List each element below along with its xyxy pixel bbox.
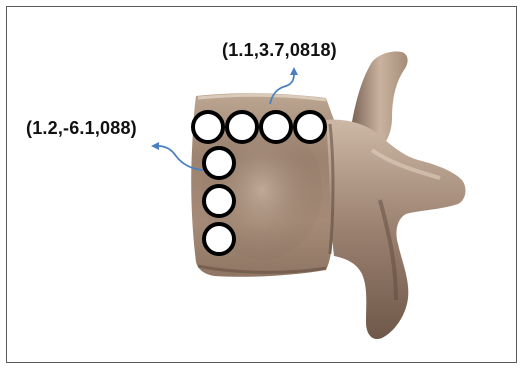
left-coordinate-label: (1.2,-6.1,088) — [26, 118, 137, 139]
marker-circle — [204, 186, 234, 216]
marker-circle — [295, 112, 325, 142]
marker-column-left — [204, 148, 234, 254]
top-coordinate-label: (1.1,3.7,0818) — [222, 40, 337, 61]
marker-circle — [193, 112, 223, 142]
vertebral-arch — [326, 120, 465, 339]
marker-circle — [227, 112, 257, 142]
marker-circle — [204, 224, 234, 254]
marker-circle — [204, 148, 234, 178]
marker-circle — [261, 112, 291, 142]
